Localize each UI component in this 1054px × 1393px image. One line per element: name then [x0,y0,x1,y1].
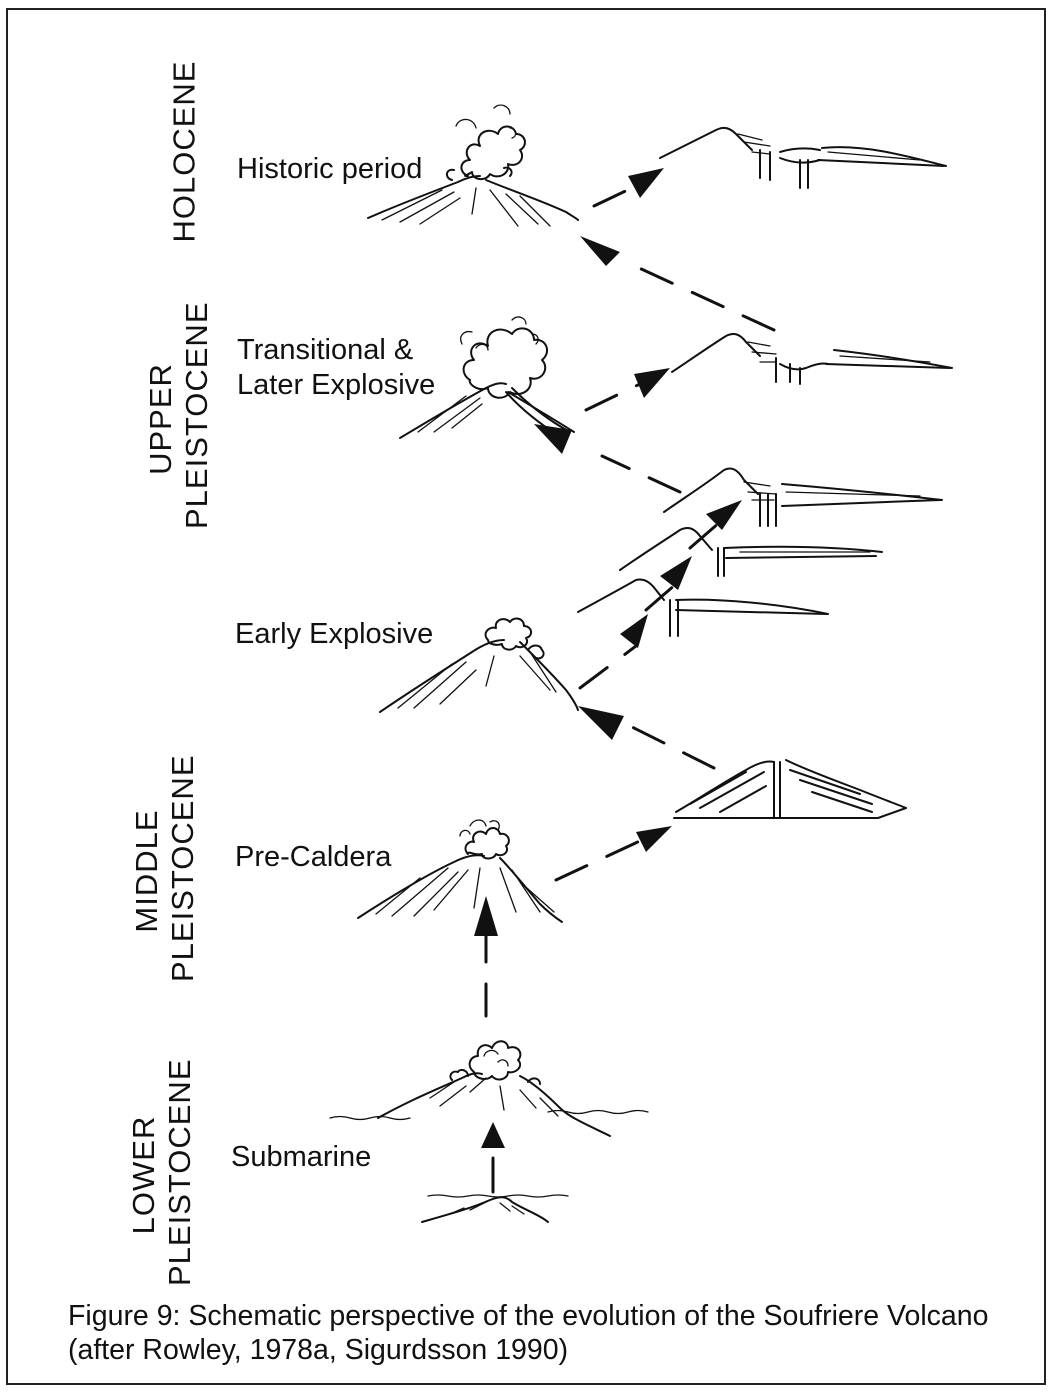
submarine-volcano [330,1041,648,1192]
precaldera-cross-section [674,760,906,818]
precaldera-volcano [358,820,562,922]
early-explosive-cross-section-1 [578,579,828,636]
later-explosive-volcano [400,317,574,438]
later-explosive-cross-section [672,334,952,384]
early-explosive-cross-section-3 [664,468,942,526]
historic-volcano [368,105,578,226]
figure-caption: Figure 9: Schematic perspective of the e… [68,1299,1028,1367]
historic-cross-section [660,128,946,188]
submarine-seamount [422,1195,568,1222]
early-explosive-cross-section-2 [620,528,882,576]
early-explosive-volcano [380,619,578,712]
